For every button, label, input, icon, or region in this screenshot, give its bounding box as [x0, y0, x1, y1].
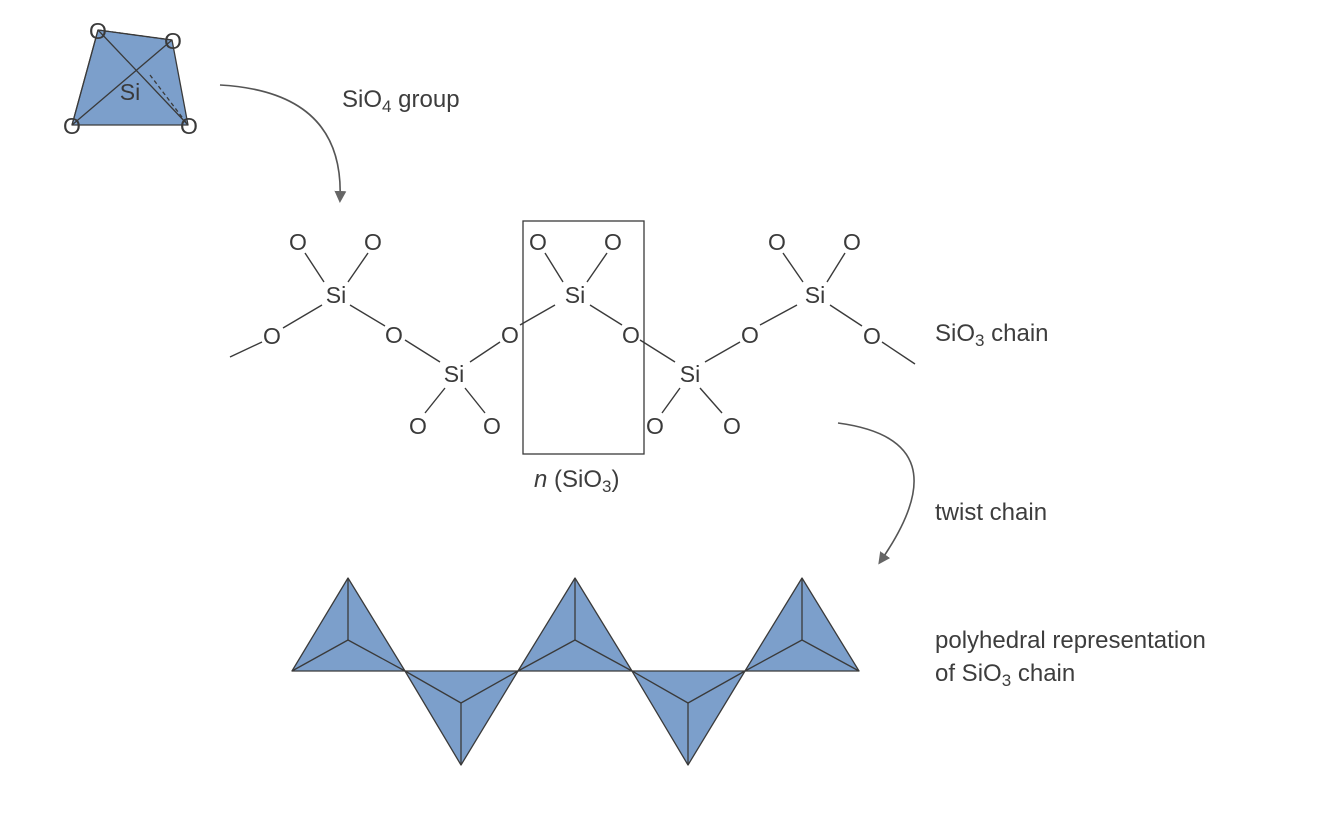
tetra-hidden-edge [149, 74, 189, 126]
sio4-group-label: SiO4 group [342, 86, 460, 116]
chain-o-label: O [604, 229, 622, 255]
tetra-edge [71, 29, 99, 126]
chain-o-label: O [263, 323, 281, 349]
tetra-o-label: O [180, 113, 198, 139]
polyhedral-label-line2: of SiO3 chain [935, 660, 1076, 690]
chain-o-label: O [843, 229, 861, 255]
chain-o-label: O [529, 229, 547, 255]
chain-o-label: O [501, 322, 519, 348]
chain-si-label: Si [565, 282, 585, 308]
chain-si-label: Si [680, 361, 700, 387]
twist-chain-label: twist chain [935, 499, 1048, 526]
curved-arrow-icon [219, 84, 347, 203]
tetra-o-label: O [63, 113, 81, 139]
chain-o-label: O [622, 322, 640, 348]
chain-si-label: Si [326, 282, 346, 308]
chain-si-label: Si [805, 282, 825, 308]
tetra-edge [71, 39, 173, 126]
chain-o-label: O [723, 413, 741, 439]
tetra-o-label: O [89, 18, 107, 44]
sio3-chain-atoms: O O Si O O Si O O O O O Si O Si O O O O … [263, 229, 881, 439]
tetra-si-label: Si [120, 79, 140, 105]
sio3-chain-label: SiO3 chain [935, 320, 1049, 350]
chain-o-label: O [364, 229, 382, 255]
tetra-hidden-edge [97, 29, 173, 41]
chain-o-label: O [741, 322, 759, 348]
chain-si-label: Si [444, 361, 464, 387]
curved-arrow-icon [837, 422, 915, 565]
tetra-edge [97, 29, 189, 126]
tetra-o-label: O [164, 28, 182, 54]
chain-o-label: O [385, 322, 403, 348]
chain-o-label: O [768, 229, 786, 255]
chain-o-label: O [863, 323, 881, 349]
repeat-unit-box [522, 220, 645, 455]
repeat-unit-label: n (SiO3) [534, 466, 620, 496]
chain-o-label: O [409, 413, 427, 439]
sio4-tetrahedron: Si O O O O [63, 18, 198, 139]
polyhedral-chain [291, 577, 860, 766]
polyhedral-label-line1: polyhedral representation [935, 627, 1206, 654]
chain-o-label: O [289, 229, 307, 255]
chain-o-label: O [646, 413, 664, 439]
sio3-chain-bonds [229, 252, 916, 414]
chain-o-label: O [483, 413, 501, 439]
